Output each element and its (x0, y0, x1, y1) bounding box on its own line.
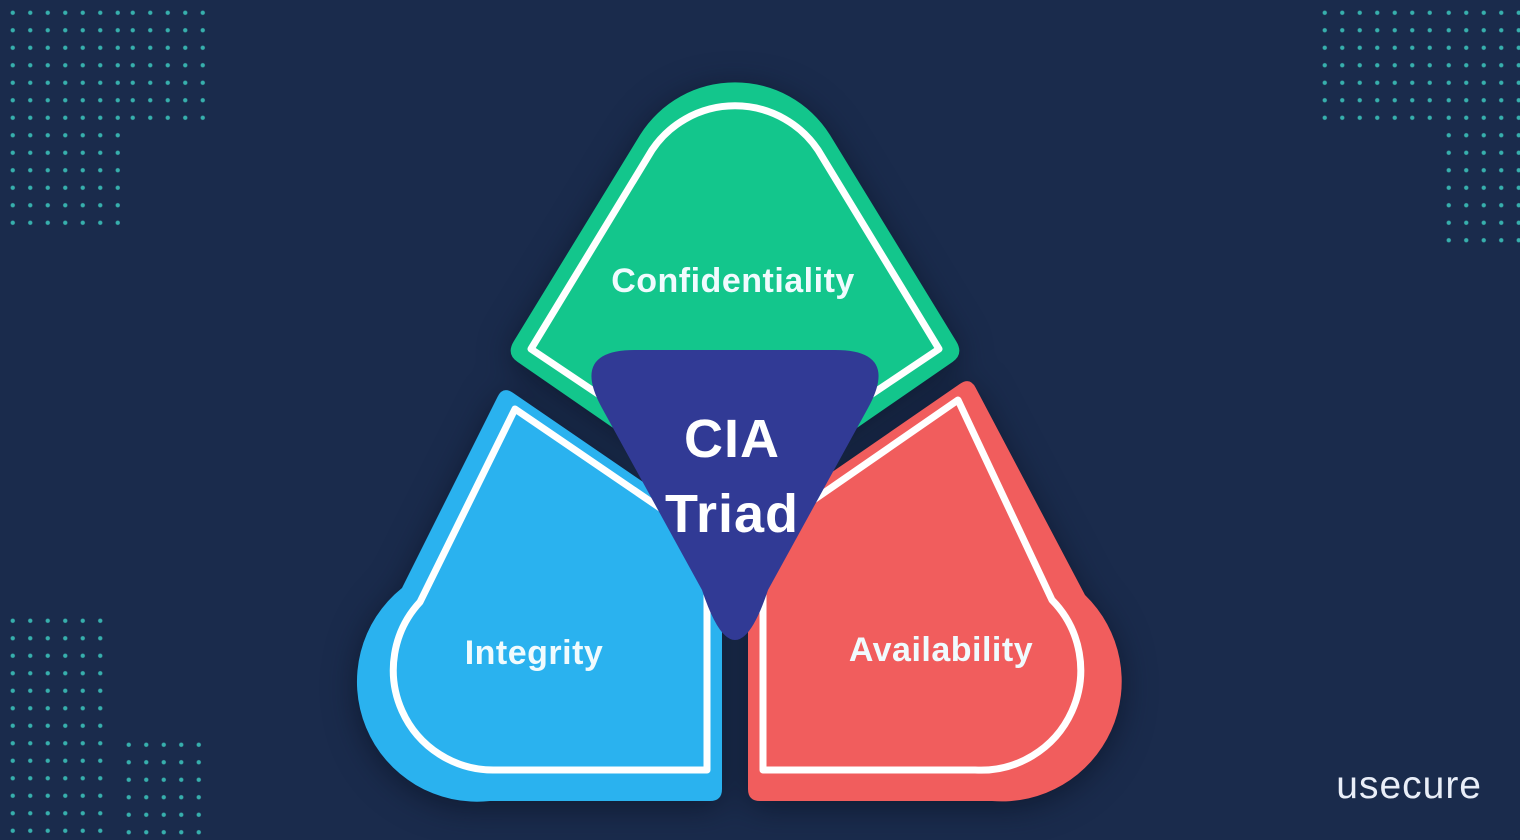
dot-grid-top-left-short (120, 0, 210, 121)
dot-grid-bottom-left-short (116, 732, 204, 840)
confidentiality-label: Confidentiality (611, 262, 855, 300)
dot-grid-bottom-left-tall (0, 608, 114, 840)
dot-grid-top-right-short (1312, 0, 1432, 121)
center-title-line2: Triad (664, 484, 800, 544)
usecure-logo: usecure (1336, 764, 1482, 807)
integrity-label: Integrity (464, 634, 604, 672)
dot-grid-top-left-tall (0, 0, 120, 228)
integrity-border (389, 405, 711, 774)
availability-label: Availability (848, 631, 1034, 669)
integrity-shape (356, 390, 722, 802)
center-title-line1: CIA (684, 409, 780, 469)
confidentiality-border (527, 102, 943, 490)
cia-triad-center-shape (591, 350, 879, 640)
availability-border (759, 396, 1085, 774)
availability-shape (748, 381, 1122, 802)
dot-grid-top-right-tall (1436, 0, 1520, 245)
